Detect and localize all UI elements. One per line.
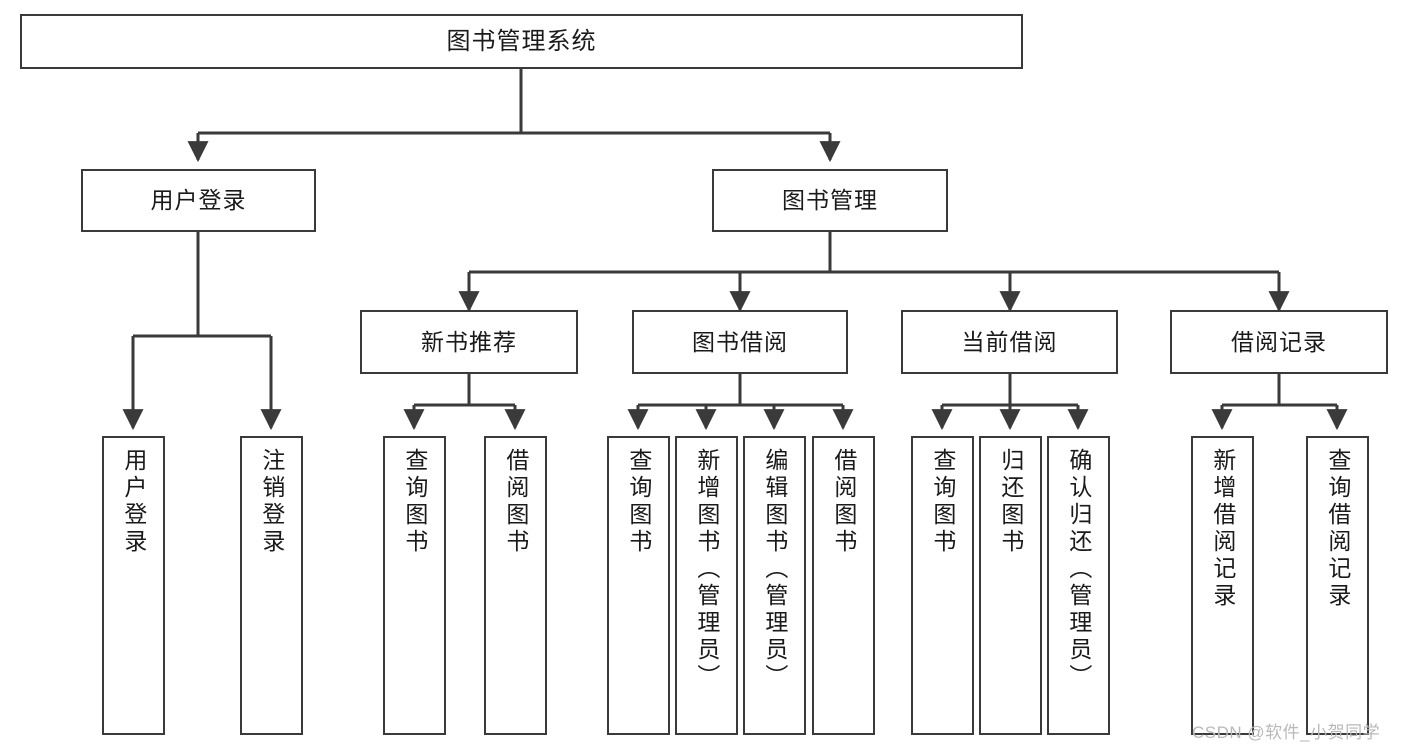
leaf-book-borrow-add[interactable]: 新增图书（管理员） xyxy=(675,436,738,735)
leaf-borrow-record-add-label: 新增借阅记录 xyxy=(1209,448,1236,610)
leaf-current-borrow-return[interactable]: 归还图书 xyxy=(979,436,1042,735)
leaf-book-borrow-query[interactable]: 查询图书 xyxy=(607,436,670,735)
leaf-book-borrow-edit-label: 编辑图书（管理员） xyxy=(761,448,788,691)
leaf-borrow-record-add[interactable]: 新增借阅记录 xyxy=(1191,436,1254,735)
leaf-user-login-logout[interactable]: 注销登录 xyxy=(240,436,303,735)
node-book-borrow-label: 图书借阅 xyxy=(692,328,788,355)
node-book-borrow[interactable]: 图书借阅 xyxy=(632,310,848,374)
leaf-current-borrow-confirm-return-label: 确认归还（管理员） xyxy=(1065,448,1092,691)
node-borrow-record-label: 借阅记录 xyxy=(1231,328,1327,355)
leaf-borrow-record-query-label: 查询借阅记录 xyxy=(1324,448,1351,610)
leaf-borrow-record-query[interactable]: 查询借阅记录 xyxy=(1306,436,1369,735)
node-user-login-label: 用户登录 xyxy=(150,187,247,214)
node-book-management[interactable]: 图书管理 xyxy=(712,169,948,232)
node-borrow-record[interactable]: 借阅记录 xyxy=(1170,310,1388,374)
leaf-new-book-query-label: 查询图书 xyxy=(401,448,428,556)
leaf-new-book-borrow-label: 借阅图书 xyxy=(502,448,529,556)
leaf-user-login-logout-label: 注销登录 xyxy=(258,448,285,556)
leaf-user-login-login-label: 用户登录 xyxy=(120,448,147,556)
leaf-current-borrow-return-label: 归还图书 xyxy=(997,448,1024,556)
node-current-borrow-label: 当前借阅 xyxy=(961,328,1058,355)
node-book-management-label: 图书管理 xyxy=(782,187,878,214)
leaf-book-borrow-borrow-label: 借阅图书 xyxy=(830,448,857,556)
leaf-book-borrow-borrow[interactable]: 借阅图书 xyxy=(812,436,875,735)
node-current-borrow[interactable]: 当前借阅 xyxy=(901,310,1118,374)
leaf-new-book-query[interactable]: 查询图书 xyxy=(383,436,446,735)
leaf-user-login-login[interactable]: 用户登录 xyxy=(102,436,165,735)
leaf-new-book-borrow[interactable]: 借阅图书 xyxy=(484,436,547,735)
watermark-text: CSDN @软件_小贺同学 xyxy=(1192,723,1381,742)
node-root-system-label: 图书管理系统 xyxy=(446,27,597,55)
leaf-book-borrow-query-label: 查询图书 xyxy=(625,448,652,556)
leaf-book-borrow-add-label: 新增图书（管理员） xyxy=(693,448,720,691)
node-user-login[interactable]: 用户登录 xyxy=(81,169,316,232)
leaf-current-borrow-query[interactable]: 查询图书 xyxy=(911,436,974,735)
node-new-book-recommend[interactable]: 新书推荐 xyxy=(360,310,578,374)
node-new-book-recommend-label: 新书推荐 xyxy=(421,328,517,355)
leaf-current-borrow-confirm-return[interactable]: 确认归还（管理员） xyxy=(1047,436,1110,735)
leaf-book-borrow-edit[interactable]: 编辑图书（管理员） xyxy=(743,436,806,735)
leaf-current-borrow-query-label: 查询图书 xyxy=(929,448,956,556)
node-root-system[interactable]: 图书管理系统 xyxy=(20,14,1023,69)
